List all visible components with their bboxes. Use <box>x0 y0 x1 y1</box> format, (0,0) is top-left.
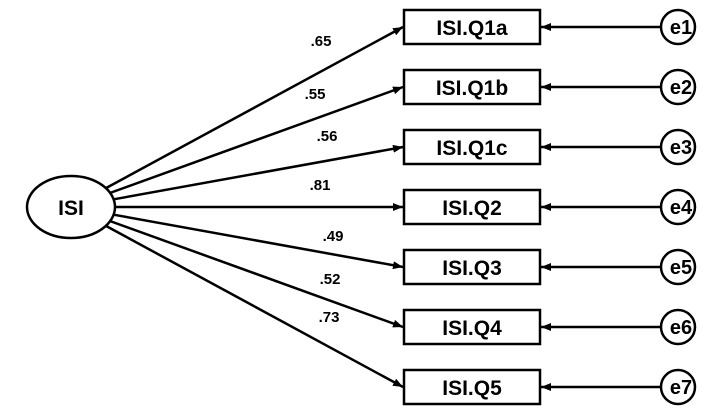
error-label-2: e2 <box>670 77 692 99</box>
error-node-6: e6 <box>659 308 697 346</box>
loading-path-5 <box>113 213 404 270</box>
error-circle-7 <box>659 368 697 406</box>
indicator-box-2 <box>402 68 542 106</box>
loading-label-4: .81 <box>310 177 331 194</box>
error-label-3: e3 <box>670 137 692 159</box>
indicator-node-1: ISI.Q1a <box>402 8 542 46</box>
indicator-label-2: ISI.Q1b <box>436 77 508 100</box>
indicator-label-4: ISI.Q2 <box>442 197 502 220</box>
error-node-3: e3 <box>659 128 697 166</box>
loading-path-6 <box>109 219 404 329</box>
loading-path-7 <box>105 224 404 389</box>
error-terms: e1 e2 e3 e4 e5 e6 e7 <box>541 8 697 406</box>
indicator-label-7: ISI.Q5 <box>442 377 502 400</box>
indicator-label-3: ISI.Q1c <box>436 137 508 160</box>
error-circle-3 <box>659 128 697 166</box>
indicator-boxes: ISI.Q1aISI.Q1bISI.Q1cISI.Q2ISI.Q3ISI.Q4I… <box>402 8 542 406</box>
indicator-box-5 <box>402 248 542 286</box>
indicator-node-5: ISI.Q3 <box>402 248 542 286</box>
latent-label: ISI <box>58 197 84 220</box>
error-circle-6 <box>659 308 697 346</box>
loading-path-3 <box>113 144 404 201</box>
indicator-node-7: ISI.Q5 <box>402 368 542 406</box>
indicator-node-2: ISI.Q1b <box>402 68 542 106</box>
loading-label-6: .52 <box>320 271 341 288</box>
latent-node: ISI <box>25 174 117 240</box>
error-circle-1 <box>659 8 697 46</box>
error-label-7: e7 <box>670 377 692 399</box>
error-node-2: e2 <box>659 68 697 106</box>
loading-label-2: .55 <box>305 86 326 103</box>
loading-label-5: .49 <box>323 228 344 245</box>
error-node-1: e1 <box>659 8 697 46</box>
loading-path-2 <box>109 85 404 195</box>
indicator-node-4: ISI.Q2 <box>402 188 542 226</box>
error-label-6: e6 <box>670 317 692 339</box>
error-label-4: e4 <box>670 197 693 219</box>
loading-label-1: .65 <box>311 33 332 50</box>
error-circle-4 <box>659 188 697 226</box>
error-circle-5 <box>659 248 697 286</box>
indicator-node-6: ISI.Q4 <box>402 308 542 346</box>
indicator-box-1 <box>402 8 542 46</box>
error-label-1: e1 <box>670 17 692 39</box>
indicator-box-6 <box>402 308 542 346</box>
error-node-4: e4 <box>659 188 697 226</box>
loading-path-1 <box>105 25 404 190</box>
indicator-box-4 <box>402 188 542 226</box>
indicator-node-3: ISI.Q1c <box>402 128 542 166</box>
error-label-5: e5 <box>670 257 692 279</box>
loading-label-7: .73 <box>319 309 340 326</box>
factor-loading-paths: .65 .55 .56 .81 .49 .52 .73 <box>105 25 404 389</box>
indicator-label-6: ISI.Q4 <box>442 317 502 340</box>
loading-label-3: .56 <box>317 128 338 145</box>
indicator-label-5: ISI.Q3 <box>442 257 502 280</box>
indicator-box-3 <box>402 128 542 166</box>
error-node-7: e7 <box>659 368 697 406</box>
indicator-box-7 <box>402 368 542 406</box>
indicator-label-1: ISI.Q1a <box>436 17 508 40</box>
error-node-5: e5 <box>659 248 697 286</box>
error-circle-2 <box>659 68 697 106</box>
